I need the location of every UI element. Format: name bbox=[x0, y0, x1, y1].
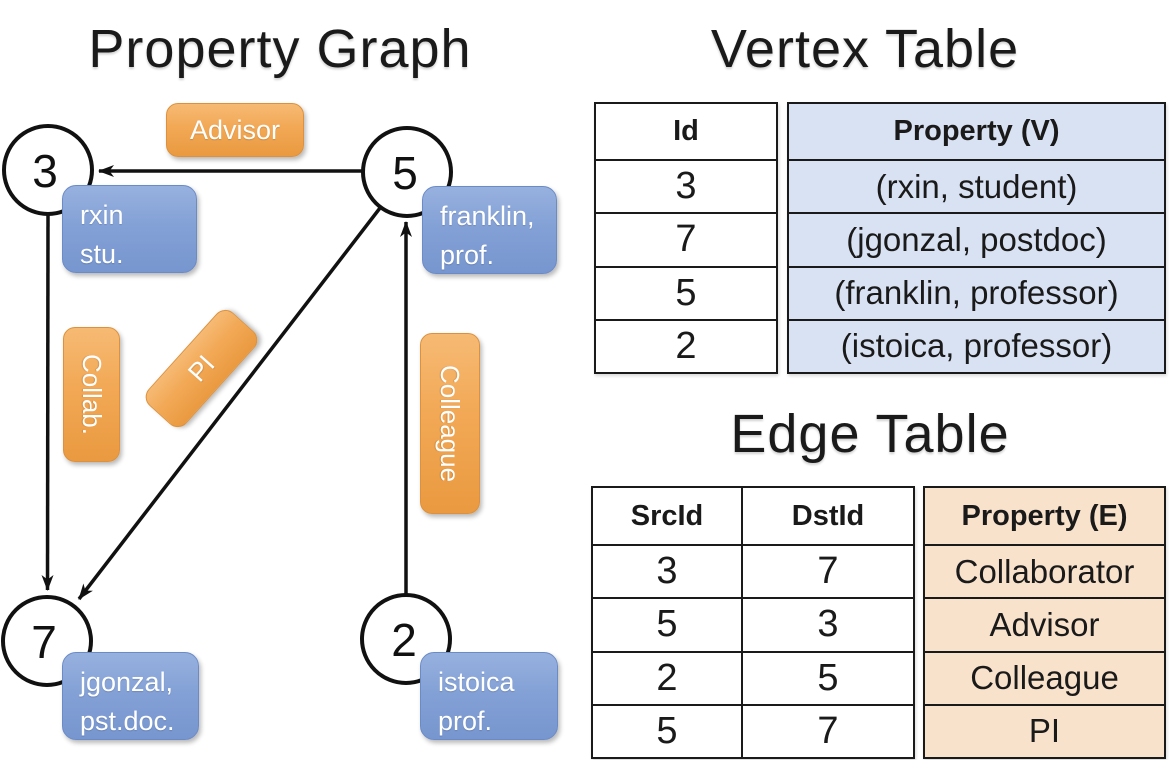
edge-table-dst-cell: 3 bbox=[741, 597, 913, 651]
vertex-table-header-id: Id bbox=[673, 115, 699, 147]
vertex-property-box-jgonzal: jgonzal, pst.doc. bbox=[62, 652, 199, 740]
edge-label-collab-text: Collab. bbox=[77, 354, 107, 435]
vertex-table-property-cell: (rxin, student) bbox=[789, 159, 1164, 213]
edge-label-colleague: Colleague bbox=[420, 333, 480, 514]
edge-table-property-cell: Advisor bbox=[925, 597, 1164, 651]
edge-5-7 bbox=[77, 206, 382, 601]
edge-table-dst-cell: 7 bbox=[741, 544, 913, 598]
vertex-property-box-rxin: rxin stu. bbox=[62, 185, 197, 273]
vertex-table-id-cell: 5 bbox=[596, 265, 776, 319]
property-graph-title: Property Graph bbox=[88, 19, 472, 79]
vertex-property-franklin-line1: franklin, bbox=[440, 201, 535, 231]
edge-label-colleague-text: Colleague bbox=[435, 364, 466, 483]
edge-table-header-dstid: DstId bbox=[741, 488, 913, 544]
vertex-property-jgonzal-line1: jgonzal, bbox=[80, 667, 174, 697]
vertex-property-jgonzal-line2: pst.doc. bbox=[80, 706, 175, 737]
vertex-id-7: 7 bbox=[31, 616, 57, 668]
edge-table-src-cell: 3 bbox=[593, 544, 741, 597]
edge-table-header-property: Property (E) bbox=[925, 488, 1164, 544]
edge-label-collab: Collab. bbox=[63, 327, 120, 462]
vertex-table-id-cell: 2 bbox=[596, 318, 776, 372]
edge-table-dst-cell: 5 bbox=[741, 650, 913, 704]
vertex-table-property-cell: (franklin, professor) bbox=[789, 265, 1164, 319]
edge-label-advisor-text: Advisor bbox=[189, 114, 281, 145]
vertex-property-rxin-line2: stu. bbox=[80, 239, 124, 270]
edge-table-src-cell: 2 bbox=[593, 650, 741, 704]
vertex-id-5: 5 bbox=[392, 147, 418, 199]
edge-table-property-column: Property (E) Collaborator Advisor Collea… bbox=[923, 486, 1166, 759]
vertex-property-istoica-line2: prof. bbox=[438, 706, 493, 737]
vertex-table-id-column: Id 3 7 5 2 bbox=[594, 102, 778, 374]
edge-3-7 bbox=[41, 214, 54, 591]
edge-table-property-cell: Colleague bbox=[925, 650, 1164, 704]
vertex-table-property-cell: (jgonzal, postdoc) bbox=[789, 212, 1164, 266]
vertex-table-id-cell: 7 bbox=[596, 212, 776, 265]
edge-table-property-cell: PI bbox=[925, 703, 1164, 757]
edge-label-advisor: Advisor bbox=[166, 103, 304, 157]
vertex-property-box-istoica: istoica prof. bbox=[420, 652, 558, 740]
edge-table-src-cell: 5 bbox=[593, 597, 741, 650]
edge-table-dst-cell: 7 bbox=[741, 703, 913, 757]
vertex-property-franklin-line2: prof. bbox=[440, 240, 495, 271]
edge-table-header-srcid: SrcId bbox=[630, 499, 704, 532]
edge-table-id-columns: SrcId DstId 3 7 5 3 2 5 5 7 bbox=[591, 486, 915, 759]
vertex-property-istoica-line1: istoica bbox=[438, 667, 515, 697]
vertex-table-header-property: Property (V) bbox=[789, 104, 1164, 159]
vertex-id-3: 3 bbox=[32, 145, 58, 197]
edge-table-property-cell: Collaborator bbox=[925, 544, 1164, 598]
edge-table-src-cell: 5 bbox=[593, 703, 741, 757]
vertex-table-title: Vertex Table bbox=[710, 19, 1020, 79]
vertex-table-property-column: Property (V) (rxin, student) (jgonzal, p… bbox=[787, 102, 1166, 374]
vertex-id-2: 2 bbox=[391, 614, 417, 666]
vertex-table-property-cell: (istoica, professor) bbox=[789, 318, 1164, 372]
vertex-property-rxin-line1: rxin bbox=[80, 200, 124, 230]
vertex-table-id-cell: 3 bbox=[596, 159, 776, 212]
vertex-property-box-franklin: franklin, prof. bbox=[422, 186, 557, 274]
edge-table-title: Edge Table bbox=[730, 404, 1010, 464]
edge-label-pi-text: PI bbox=[181, 349, 221, 388]
